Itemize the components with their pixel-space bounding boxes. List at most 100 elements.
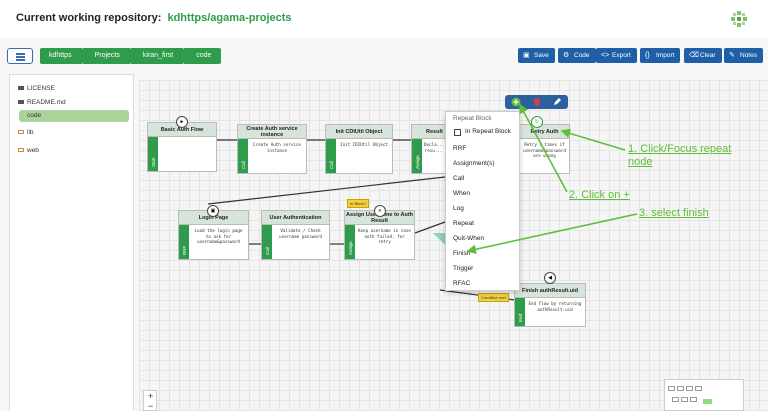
file-tree: LICENSE README.md code lib web [9,74,134,411]
node-init-cdiutil[interactable]: Init CDIUtil Object Call Init CDIUtil Ob… [325,124,393,174]
node-finish[interactable]: Finish authResult.uid End End flow by re… [514,283,586,327]
menu-item-rfac[interactable]: RFAC [453,280,471,287]
node-title: User Authentication [262,211,329,225]
node-body: Init CDIUtil Object [340,142,388,147]
node-user-authentication[interactable]: User Authentication Call Validate / Chec… [261,210,330,260]
notes-button[interactable]: ✎ Notes [724,48,763,63]
braces-icon: {} [645,52,650,59]
repo-title: Current working repository: kdhttps/agama… [16,12,292,24]
annotation-step-2: 2. Click on + [569,189,630,201]
add-node-menu: Repeat Block In Repeat Block RRF Assignm… [445,111,520,291]
node-title: Init CDIUtil Object [326,125,392,139]
breadcrumb-item[interactable]: Projects [82,48,136,64]
repeat-icon: ↻ [531,116,543,128]
notes-label: Notes [740,52,757,59]
folder-item-code[interactable]: code [19,110,129,122]
delete-icon[interactable] [532,97,542,107]
export-label: Export [612,52,631,59]
minimap[interactable] [664,379,744,411]
menu-item-finish[interactable]: Finish [453,250,471,257]
menu-item-trigger[interactable]: Trigger [453,265,474,272]
notes-icon: ✎ [729,52,735,59]
node-type-strip: End [515,298,525,326]
checkbox-label: In Repeat Block [465,128,511,135]
node-type-strip: Assign [412,139,422,173]
code-label: Code [574,52,590,59]
export-button[interactable]: <>Export [596,48,637,63]
app-header: Current working repository: kdhttps/agama… [0,0,768,38]
folder-label: web [27,147,39,154]
menu-button[interactable] [7,48,33,64]
node-type: Assign [415,155,420,169]
menu-item-call[interactable]: Call [453,175,465,182]
annotation-step-1: 1. Click/Focus repeat node [628,143,732,168]
annotation-step-3: 3. select finish [639,207,709,219]
node-title: Retry Auth [520,125,569,139]
node-body: Validate / Check username password [279,228,322,239]
node-retry-auth[interactable]: Retry Auth Retry 3 times if username&pas… [520,124,570,174]
node-title: Create Auth service instance [238,125,306,139]
menu-item-quit-when[interactable]: Quit-When [453,235,485,242]
file-label: LICENSE [27,85,55,92]
node-type: Call [265,247,270,255]
node-login-page[interactable]: Login Page RRF Load the login page to as… [178,210,249,260]
node-body: Retry 3 times if username&password are w… [523,142,566,158]
file-item-license[interactable]: LICENSE [18,85,55,92]
node-title: Finish authResult.uid [515,284,585,298]
node-body: Load the login page to ask for username&… [194,228,243,244]
node-type: Call [241,161,246,169]
clear-label: Clear [700,52,716,59]
node-type-strip: Assign [345,225,355,259]
node-basic-auth-flow[interactable]: Basic Auth Flow Start [147,122,217,172]
add-node-icon[interactable] [511,97,521,107]
save-button[interactable]: ▣Save [518,48,555,63]
minimap-node [703,399,712,404]
repo-link[interactable]: kdhttps/agama-projects [167,12,292,24]
file-item-readme[interactable]: README.md [18,99,66,106]
breadcrumb-item[interactable]: kiran_first [130,48,189,64]
folder-label: code [27,112,42,119]
node-type: End [518,313,523,322]
menu-item-when[interactable]: When [453,190,470,197]
breadcrumb: kdhttps Projects kiran_first code [40,48,222,64]
node-assign-username[interactable]: Assign Username to Auth Result Assign Ke… [344,210,415,260]
code-button[interactable]: ⚙ Code [558,48,596,63]
zoom-out-button[interactable]: − [148,401,154,411]
code-brackets-icon: <> [601,52,610,59]
node-type-strip: Start [148,137,158,171]
in-repeat-block-checkbox[interactable] [454,129,461,136]
condition-tag: Condition met [478,293,509,302]
eraser-icon: ⌫ [689,52,699,59]
breadcrumb-item[interactable]: code [184,48,222,64]
menu-item-repeat[interactable]: Repeat [453,220,474,227]
list-icon: ≡ [374,205,386,217]
node-type-strip: Call [262,225,272,259]
hamburger-icon-bar [16,53,25,55]
node-title: Result [412,125,445,139]
edit-icon[interactable] [552,97,562,107]
import-button[interactable]: {}Import [640,48,681,63]
node-create-auth[interactable]: Create Auth service instance Call Create… [237,124,307,174]
menu-item-rrf[interactable]: RRF [453,145,467,152]
folder-item-web[interactable]: web [18,147,39,154]
gear-icon: ⚙ [563,52,570,59]
menu-item-assignments[interactable]: Assignment(s) [453,160,495,167]
zoom-in-button[interactable]: + [148,391,154,401]
minimap-node [672,397,679,402]
play-icon: ► [176,116,188,128]
file-label: README.md [27,99,66,106]
folder-icon [18,148,24,153]
minimap-node [681,397,688,402]
menu-item-log[interactable]: Log [453,205,464,212]
node-type: Start [151,157,156,167]
node-result[interactable]: Result Assign Decla... resu... [411,124,445,174]
minimap-node [677,386,684,391]
clear-button[interactable]: ⌫Clear [684,48,722,63]
node-type: RRF [182,245,187,255]
repo-label: Current working repository: [16,12,162,24]
save-icon: ▣ [523,52,530,59]
breadcrumb-item[interactable]: kdhttps [40,48,87,64]
node-type: Assign [348,241,353,255]
folder-item-lib[interactable]: lib [18,129,34,136]
in-block-tag: In Block? [347,199,370,208]
